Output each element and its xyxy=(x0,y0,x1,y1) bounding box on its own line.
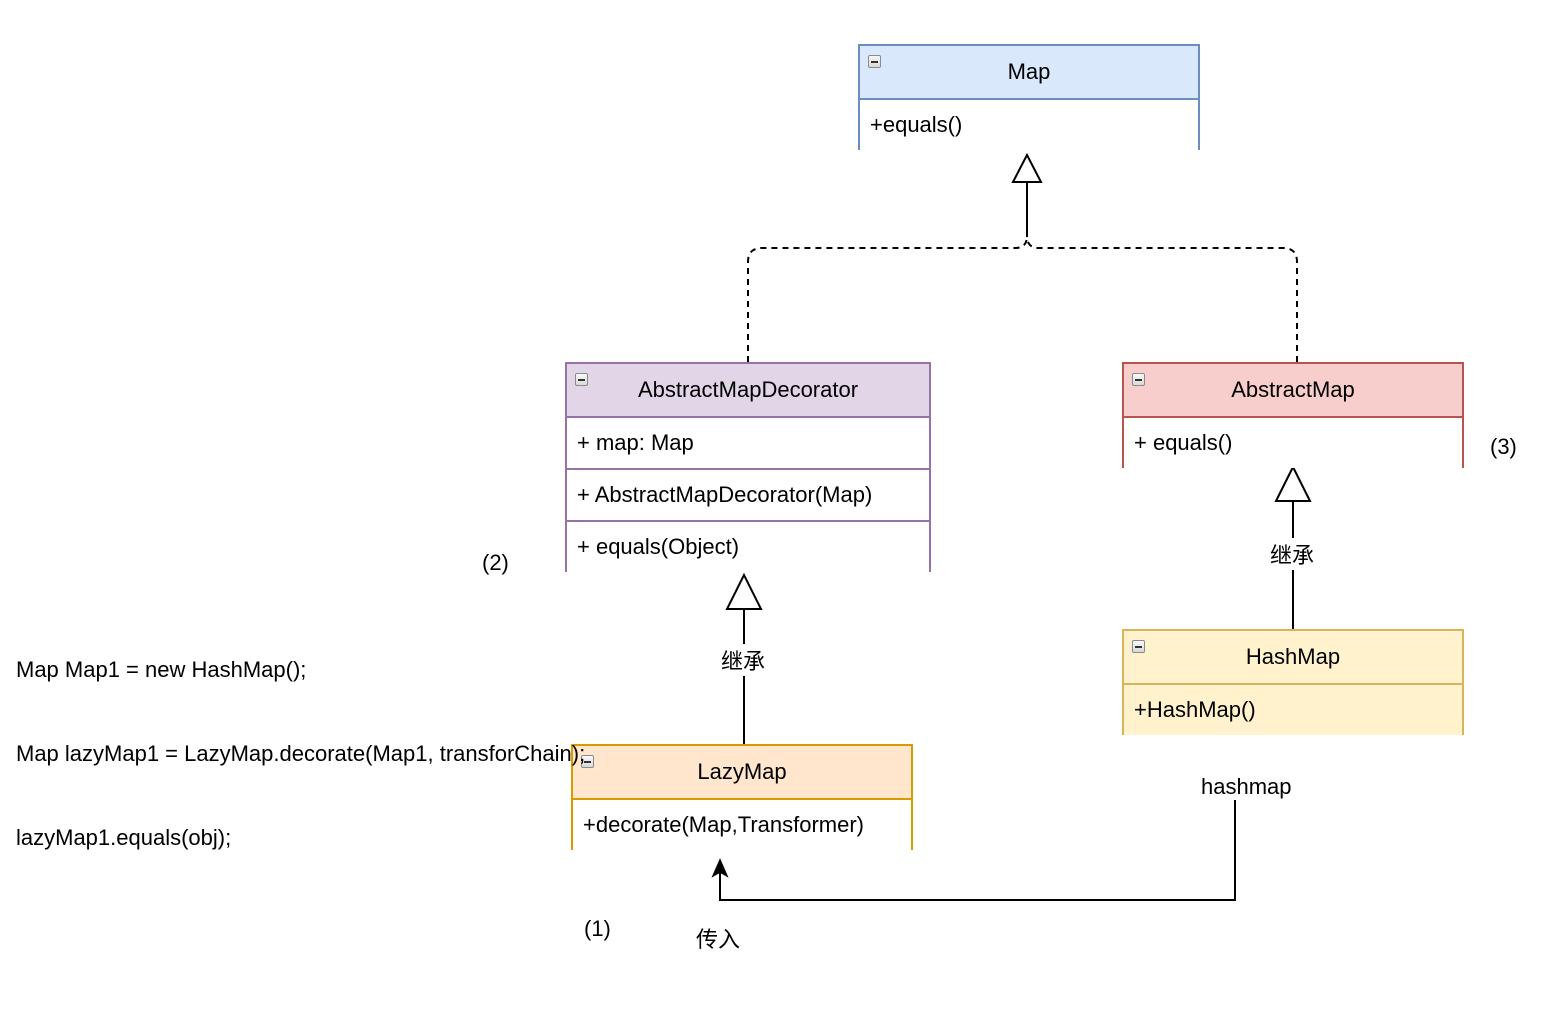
class-abstract-map-decorator-member: + map: Map xyxy=(567,416,929,468)
collapse-icon[interactable] xyxy=(1132,373,1145,386)
class-lazy-map-header: LazyMap xyxy=(573,746,911,798)
class-abstract-map-decorator[interactable]: AbstractMapDecorator + map: Map + Abstra… xyxy=(565,362,931,572)
map-generalization-triangle xyxy=(1011,152,1043,183)
inherit-label-left: 继承 xyxy=(720,644,767,676)
pass-in-connector xyxy=(719,800,1236,901)
decorator-generalization-triangle xyxy=(725,572,763,610)
pass-in-label: 传入 xyxy=(696,927,741,952)
realization-decorator-to-map xyxy=(747,235,1028,362)
class-hash-map-member: +HashMap() xyxy=(1124,683,1462,735)
member-text: + equals(Object) xyxy=(577,534,740,559)
code-line: lazyMap1.equals(obj); xyxy=(16,825,232,850)
member-text: +equals() xyxy=(870,112,963,137)
collapse-icon[interactable] xyxy=(575,373,588,386)
class-map-member: +equals() xyxy=(860,98,1198,150)
abstractmap-generalization-triangle xyxy=(1274,464,1312,502)
code-line: Map Map1 = new HashMap(); xyxy=(16,657,307,682)
collapse-icon[interactable] xyxy=(581,755,594,768)
step-label-1: (1) xyxy=(584,916,611,941)
class-lazy-map-member: +decorate(Map,Transformer) xyxy=(573,798,911,850)
collapse-icon[interactable] xyxy=(1132,640,1145,653)
class-map-header: Map xyxy=(860,46,1198,98)
collapse-icon[interactable] xyxy=(868,55,881,68)
class-abstract-map-decorator-header: AbstractMapDecorator xyxy=(567,364,929,416)
class-abstract-map-name: AbstractMap xyxy=(1231,377,1355,402)
class-abstract-map-decorator-name: AbstractMapDecorator xyxy=(637,377,859,402)
hashmap-label: hashmap xyxy=(1201,774,1292,799)
class-lazy-map-name: LazyMap xyxy=(697,759,787,784)
class-hash-map-name: HashMap xyxy=(1245,644,1341,669)
member-text: + AbstractMapDecorator(Map) xyxy=(577,482,873,507)
class-map-name: Map xyxy=(1007,59,1051,84)
realization-abstractmap-to-map xyxy=(1026,235,1298,362)
class-abstract-map-member: + equals() xyxy=(1124,416,1462,468)
member-text: +HashMap() xyxy=(1134,697,1256,722)
member-text: + equals() xyxy=(1134,430,1233,455)
pass-in-arrowhead xyxy=(711,858,729,878)
class-map[interactable]: Map +equals() xyxy=(858,44,1200,150)
member-text: +decorate(Map,Transformer) xyxy=(583,812,865,837)
class-hash-map[interactable]: HashMap +HashMap() xyxy=(1122,629,1464,735)
class-hash-map-header: HashMap xyxy=(1124,631,1462,683)
code-snippet: Map Map1 = new HashMap(); Map lazyMap1 =… xyxy=(16,600,585,880)
class-lazy-map[interactable]: LazyMap +decorate(Map,Transformer) xyxy=(571,744,913,850)
code-line: Map lazyMap1 = LazyMap.decorate(Map1, tr… xyxy=(16,741,586,766)
class-abstract-map[interactable]: AbstractMap + equals() xyxy=(1122,362,1464,468)
class-abstract-map-header: AbstractMap xyxy=(1124,364,1462,416)
step-label-3: (3) xyxy=(1490,434,1517,459)
step-label-2: (2) xyxy=(482,550,509,575)
class-abstract-map-decorator-member: + equals(Object) xyxy=(567,520,929,572)
member-text: + map: Map xyxy=(577,430,694,455)
class-abstract-map-decorator-member: + AbstractMapDecorator(Map) xyxy=(567,468,929,520)
inherit-label-right: 继承 xyxy=(1269,538,1316,570)
